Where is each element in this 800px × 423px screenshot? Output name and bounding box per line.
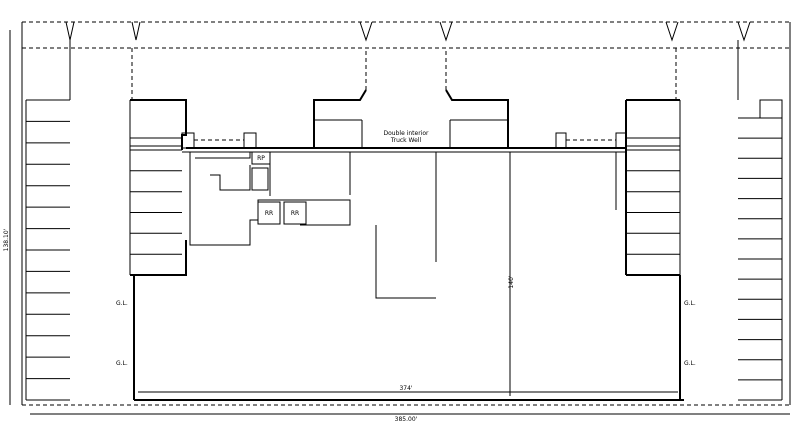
truck-well-label-2: Truck Well bbox=[390, 137, 422, 144]
interior-width-label: 374' bbox=[399, 385, 412, 392]
overall-depth-label: 138.10' bbox=[3, 228, 10, 251]
truck-well-label-1: Double interior bbox=[384, 130, 429, 137]
gl-left-bottom: G.L. bbox=[116, 360, 128, 367]
interior-depth-label: 140' bbox=[508, 275, 515, 288]
gl-right-top: G.L. bbox=[684, 300, 696, 307]
room-rp-label: RP bbox=[257, 155, 265, 162]
interior-dimensions: 140' 374' bbox=[138, 152, 678, 396]
overall-width-label: 385.00' bbox=[395, 416, 418, 423]
gl-right-bottom: G.L. bbox=[684, 360, 696, 367]
restroom-1-label: RR bbox=[265, 210, 273, 217]
top-aisle-markers bbox=[65, 21, 751, 100]
gl-left-top: G.L. bbox=[116, 300, 128, 307]
restroom-2 bbox=[283, 201, 307, 225]
right-notch bbox=[25, 99, 783, 400]
parking-stalls bbox=[26, 99, 782, 401]
restroom-1 bbox=[257, 201, 281, 225]
building-outline bbox=[129, 99, 684, 401]
restroom-2-label: RR bbox=[291, 210, 299, 217]
property-boundary bbox=[9, 21, 791, 415]
right-docks bbox=[555, 132, 680, 210]
grade-level-doors: G.L. G.L. G.L. G.L. bbox=[116, 296, 696, 372]
truck-well: Double interior Truck Well bbox=[131, 48, 677, 148]
office-area: RP RR RR bbox=[130, 132, 437, 299]
